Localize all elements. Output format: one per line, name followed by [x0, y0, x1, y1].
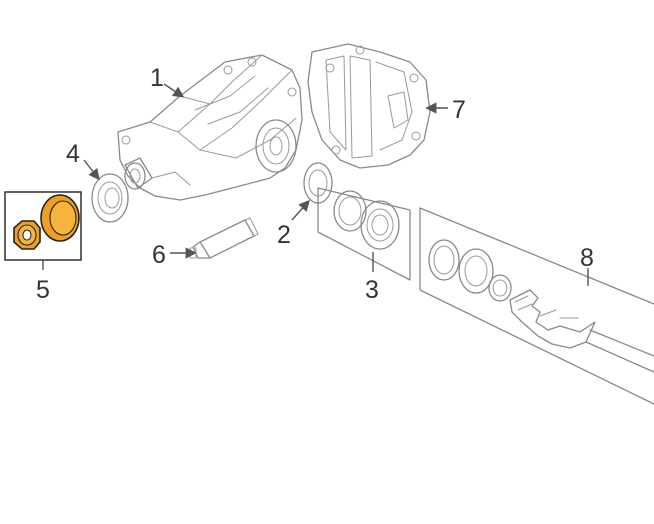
part-4-seal [91, 173, 129, 223]
callout-7: 7 [452, 96, 466, 124]
part-6-sealant-tube [189, 217, 259, 259]
callout-2: 2 [277, 221, 291, 249]
part-8-drive-shaft [419, 207, 654, 405]
callout-8: 8 [580, 244, 594, 272]
part-7-housing-cover [307, 43, 431, 169]
part-5-seal-kit-highlighted [4, 191, 82, 261]
callout-1: 1 [150, 64, 164, 92]
callout-3: 3 [365, 276, 379, 304]
callout-6: 6 [152, 241, 166, 269]
part-3-seal-kit [317, 187, 411, 281]
part-1-differential-housing [117, 54, 303, 201]
callout-4: 4 [66, 140, 80, 168]
leader-lines [42, 83, 589, 286]
callout-5: 5 [36, 276, 50, 304]
